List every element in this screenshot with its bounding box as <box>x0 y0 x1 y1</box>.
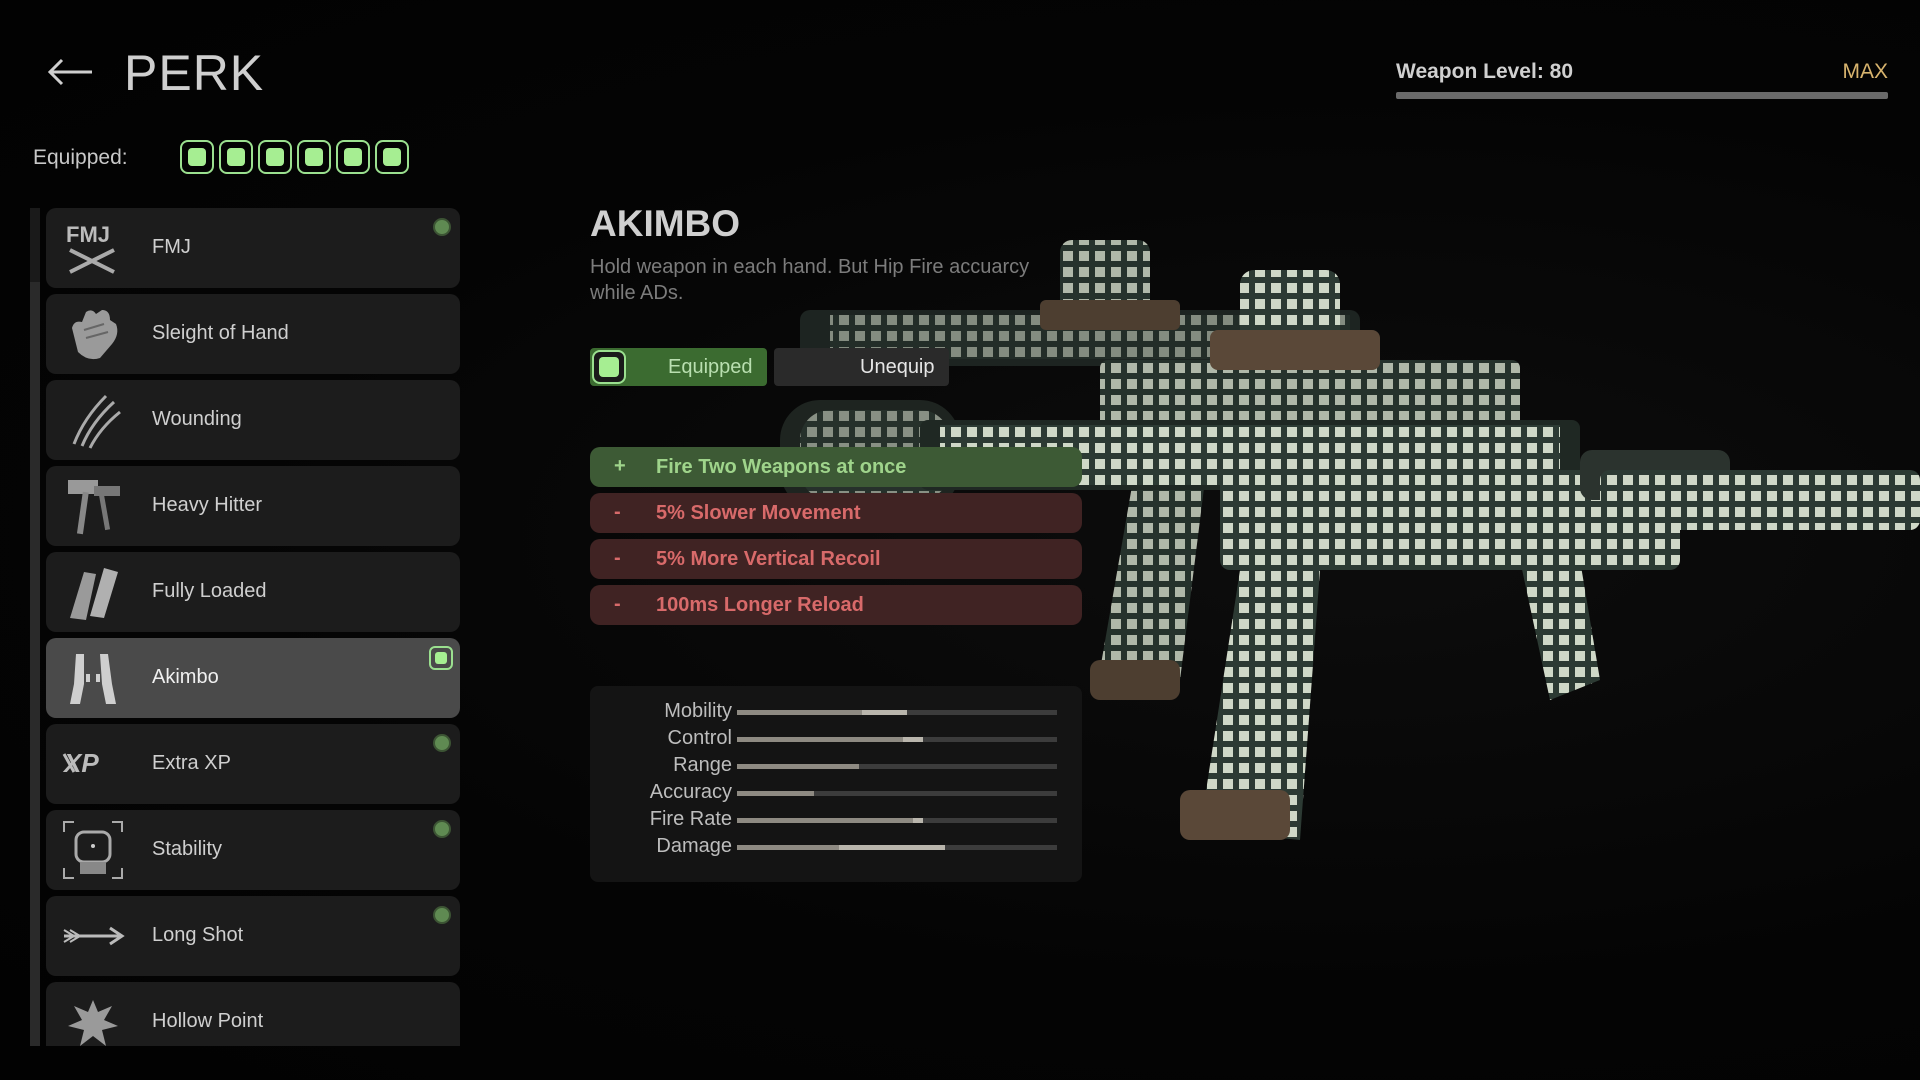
unequip-button[interactable]: Unequip <box>774 348 949 386</box>
effect-sign: - <box>614 547 621 569</box>
stat-label: Mobility <box>664 700 732 722</box>
perk-item-long-shot[interactable]: Long Shot <box>46 896 460 976</box>
effect-negative: - 5% More Vertical Recoil <box>590 539 1082 579</box>
weapon-image <box>780 240 1920 840</box>
stat-row-range: Range <box>590 752 1082 779</box>
weapon-stats: Mobility Control Range Accuracy Fire Rat… <box>590 686 1082 882</box>
scrollbar-thumb[interactable] <box>30 282 40 1046</box>
perk-item-hollow-point[interactable]: Hollow Point <box>46 982 460 1046</box>
weapon-level-max: MAX <box>1842 60 1888 83</box>
stat-bar <box>737 818 1057 823</box>
burst-bullet-icon <box>68 1000 118 1046</box>
perk-item-fully-loaded[interactable]: Fully Loaded <box>46 552 460 632</box>
stat-row-fire-rate: Fire Rate <box>590 806 1082 833</box>
effect-negative: - 100ms Longer Reload <box>590 585 1082 625</box>
stat-label: Range <box>673 754 732 776</box>
equipped-slot[interactable] <box>336 140 370 174</box>
perk-name: Extra XP <box>152 752 231 774</box>
perk-item-extra-xp[interactable]: XP Extra XP <box>46 724 460 804</box>
equipped-label: Equipped: <box>33 146 128 169</box>
perk-item-wounding[interactable]: Wounding <box>46 380 460 460</box>
magazines-icon <box>70 568 118 620</box>
perk-item-heavy-hitter[interactable]: Heavy Hitter <box>46 466 460 546</box>
perk-name: Fully Loaded <box>152 580 267 602</box>
claw-marks-icon <box>72 394 121 449</box>
stat-bar <box>737 764 1057 769</box>
perk-item-fmj[interactable]: FMJ FMJ <box>46 208 460 288</box>
stat-bar <box>737 791 1057 796</box>
effect-sign: + <box>614 455 626 477</box>
xp-icon: XP <box>62 748 99 778</box>
equipped-slot[interactable] <box>180 140 214 174</box>
effect-text: Fire Two Weapons at once <box>656 456 907 478</box>
equipped-slot[interactable] <box>258 140 292 174</box>
stat-label: Control <box>667 727 732 749</box>
stat-row-mobility: Mobility <box>590 698 1082 725</box>
equipped-button[interactable]: Equipped <box>590 348 767 386</box>
stat-label: Damage <box>656 835 732 857</box>
weapon-level-bar <box>1396 92 1888 99</box>
scrollbar-track[interactable] <box>30 208 40 1046</box>
stat-row-accuracy: Accuracy <box>590 779 1082 806</box>
perk-item-stability[interactable]: Stability <box>46 810 460 890</box>
effect-negative: - 5% Slower Movement <box>590 493 1082 533</box>
effect-positive: + Fire Two Weapons at once <box>590 447 1082 487</box>
unlocked-dot <box>433 906 451 924</box>
effect-text: 100ms Longer Reload <box>656 594 864 616</box>
unlocked-dot <box>433 218 451 236</box>
equipped-slot[interactable] <box>297 140 331 174</box>
perk-effects: + Fire Two Weapons at once - 5% Slower M… <box>590 447 1082 631</box>
weapon-level: Weapon Level: 80 MAX <box>1396 60 1888 99</box>
equipped-indicator <box>592 350 626 384</box>
hammer-icon <box>68 480 120 535</box>
dual-pistols-icon <box>70 654 116 704</box>
stat-row-control: Control <box>590 725 1082 752</box>
perk-name: Long Shot <box>152 924 244 946</box>
effect-sign: - <box>614 501 621 523</box>
equipped-button-label: Equipped <box>668 356 753 378</box>
stat-label: Fire Rate <box>649 808 732 830</box>
unlocked-dot <box>433 820 451 838</box>
perk-list[interactable]: FMJ FMJ Sleight of Hand Wounding <box>30 208 460 1046</box>
equipped-indicator <box>429 646 453 670</box>
effect-text: 5% More Vertical Recoil <box>656 548 881 570</box>
arrow-icon <box>63 926 125 946</box>
glove-icon <box>72 310 118 360</box>
perk-name: Stability <box>152 838 223 860</box>
perk-title: AKIMBO <box>590 203 741 244</box>
effect-text: 5% Slower Movement <box>656 502 861 524</box>
sight-icon <box>63 821 123 879</box>
perk-description: Hold weapon in each hand. But Hip Fire a… <box>590 256 1030 304</box>
equipped-slot[interactable] <box>375 140 409 174</box>
perk-name: Hollow Point <box>152 1010 264 1032</box>
stat-bar <box>737 845 1057 850</box>
perk-item-sleight-of-hand[interactable]: Sleight of Hand <box>46 294 460 374</box>
fmj-bullets-icon: FMJ <box>66 222 115 274</box>
effect-sign: - <box>614 593 621 615</box>
back-arrow-icon <box>47 58 92 86</box>
perk-name: Sleight of Hand <box>152 322 289 344</box>
back-button[interactable] <box>46 52 96 92</box>
svg-text:FMJ: FMJ <box>66 222 110 247</box>
perk-item-akimbo[interactable]: Akimbo <box>46 638 460 718</box>
weapon-level-label: Weapon Level: 80 <box>1396 60 1574 83</box>
perk-name: Heavy Hitter <box>152 494 263 516</box>
equipped-slot[interactable] <box>219 140 253 174</box>
unequip-button-label: Unequip <box>860 356 935 378</box>
stat-label: Accuracy <box>649 781 732 803</box>
stat-bar <box>737 710 1057 715</box>
equipped-slots <box>180 140 409 174</box>
unlocked-dot <box>433 734 451 752</box>
stat-bar <box>737 737 1057 742</box>
perk-name: Akimbo <box>152 666 219 688</box>
stat-row-damage: Damage <box>590 833 1082 860</box>
equip-controls: Equipped Unequip <box>590 348 949 386</box>
page-title: PERK <box>124 45 265 101</box>
perk-name: FMJ <box>152 236 191 258</box>
perk-name: Wounding <box>152 408 242 430</box>
